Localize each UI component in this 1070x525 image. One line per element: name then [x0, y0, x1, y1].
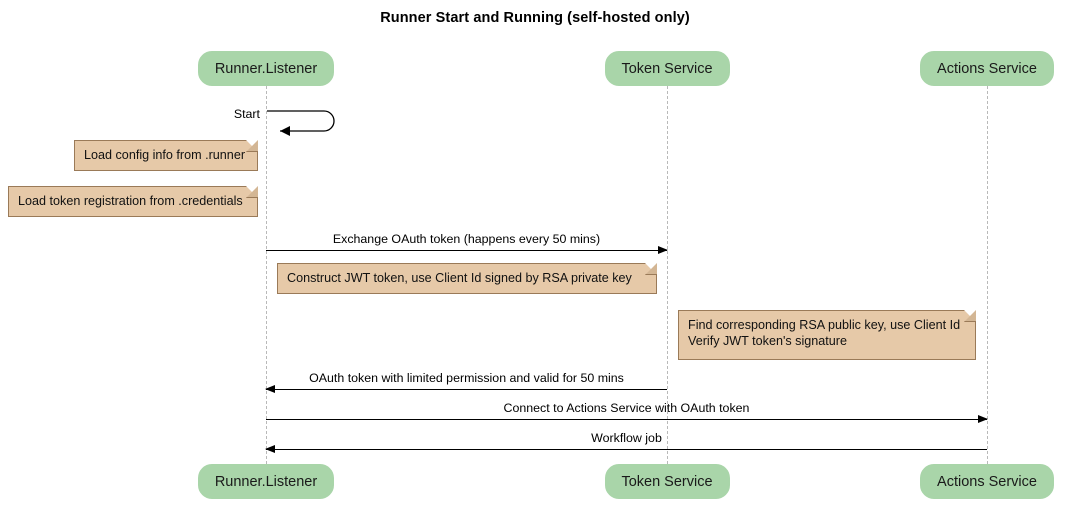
note-fold-edge [959, 310, 976, 327]
message-label-m4: Connect to Actions Service with OAuth to… [503, 401, 750, 415]
participant-footer-token[interactable]: Token Service [604, 464, 730, 499]
arrowhead-left-icon [265, 384, 275, 393]
arrowhead-left-icon [265, 444, 275, 453]
message-m4-arrow [266, 414, 988, 423]
lifeline-token [667, 86, 668, 464]
arrowhead-right-icon [658, 245, 668, 254]
note-text: Load token registration from .credential… [18, 194, 243, 208]
message-label-m2: Exchange OAuth token (happens every 50 m… [332, 232, 601, 246]
participant-header-actions[interactable]: Actions Service [920, 51, 1054, 86]
participant-label: Actions Service [937, 60, 1037, 77]
participant-footer-runner[interactable]: Runner.Listener [198, 464, 334, 499]
note-fold-edge [640, 263, 657, 280]
note-n3: Construct JWT token, use Client Id signe… [277, 263, 657, 294]
message-label-m1: Start [233, 107, 260, 121]
participant-footer-actions[interactable]: Actions Service [920, 464, 1054, 499]
participant-label: Token Service [621, 60, 713, 77]
page-title: Runner Start and Running (self-hosted on… [380, 10, 690, 26]
message-m2-arrow [266, 245, 668, 254]
participant-label: Token Service [621, 473, 713, 490]
participant-header-token[interactable]: Token Service [604, 51, 730, 86]
arrowhead-right-icon [978, 414, 988, 423]
note-text: Construct JWT token, use Client Id signe… [287, 271, 632, 285]
message-m3-arrow [265, 384, 667, 393]
participant-label: Runner.Listener [214, 473, 318, 490]
message-m5-arrow [265, 444, 987, 453]
lifeline-actions [987, 86, 988, 464]
note-fold-edge [241, 186, 258, 203]
message-label-m3: OAuth token with limited permission and … [309, 371, 624, 385]
participant-label: Actions Service [937, 473, 1037, 490]
note-text: Load config info from .runner [84, 148, 246, 162]
lifeline-runner [266, 86, 267, 464]
note-n4: Find corresponding RSA public key, use C… [678, 310, 976, 360]
note-n2: Load token registration from .credential… [8, 186, 258, 217]
note-fold-edge [241, 140, 258, 157]
participant-label: Runner.Listener [214, 60, 318, 77]
note-text: Find corresponding RSA public key, use C… [688, 318, 961, 348]
participant-header-runner[interactable]: Runner.Listener [198, 51, 334, 86]
note-n1: Load config info from .runner [74, 140, 258, 171]
message-m1-self-loop [266, 106, 346, 140]
message-label-m5: Workflow job [591, 431, 662, 445]
